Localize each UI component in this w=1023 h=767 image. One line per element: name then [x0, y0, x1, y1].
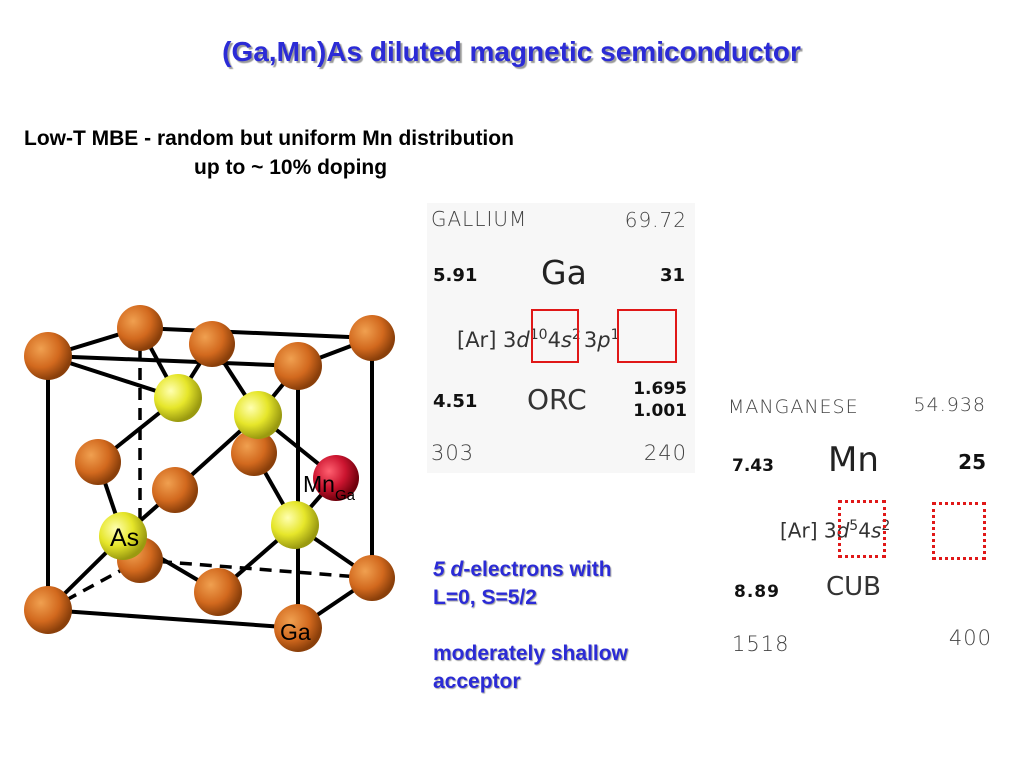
note-line-1: 5 d-electrons with: [433, 558, 612, 581]
ga-lattice-1: 1.695: [633, 379, 687, 399]
as-atom: [154, 374, 202, 422]
mn-structure: CUB: [826, 572, 882, 602]
as-atom: [99, 512, 147, 560]
ga-atom: [349, 315, 395, 361]
ga-melting: 303: [431, 441, 475, 465]
crystal-structure-diagram: MnGa As Ga: [24, 305, 395, 652]
mn-debye: 400: [948, 626, 992, 650]
mn-number: 25: [958, 450, 986, 474]
ga-atom: [194, 568, 242, 616]
mn-atom: [313, 455, 359, 501]
3d-highlight-box-dotted: [838, 500, 886, 558]
note-line-3: moderately shallow: [433, 642, 628, 665]
page-title: (Ga,Mn)As diluted magnetic semiconductor: [222, 36, 801, 67]
mn-symbol: Mn: [828, 440, 879, 480]
ga-atom: [274, 604, 322, 652]
growth-line-2: up to ~ 10% doping: [194, 156, 388, 179]
mn-name: MANGANESE: [728, 396, 859, 418]
mn-properties-note: 5 d-electrons with L=0, S=5/2 moderately…: [433, 556, 683, 696]
ga-debye: 240: [643, 441, 687, 465]
ga-atom: [152, 467, 198, 513]
as-label: As: [110, 524, 139, 552]
growth-description: Low-T MBE - random but uniform Mn distri…: [24, 124, 514, 182]
ga-electronegativity: 4.51: [433, 391, 478, 412]
ga-atom: [274, 342, 322, 390]
ga-name: GALLIUM: [431, 207, 528, 231]
3d-highlight-box: [531, 309, 579, 363]
mn-label: MnGa: [303, 471, 356, 504]
mn-melting: 1518: [732, 632, 790, 656]
as-atom: [271, 501, 319, 549]
ga-label: Ga: [280, 619, 311, 645]
mn-density: 7.43: [732, 456, 774, 476]
ga-atom: [117, 305, 163, 351]
manganese-element-card: MANGANESE 54.938 7.43 Mn 25 [Ar] 3d54s2 …: [722, 388, 1002, 668]
ga-structure: ORC: [527, 383, 587, 416]
ga-atom: [349, 555, 395, 601]
ga-symbol: Ga: [541, 253, 587, 292]
cube-edges: [46, 326, 374, 630]
4p-empty-box-dotted: [932, 502, 986, 560]
ga-number: 31: [659, 265, 685, 286]
3p-highlight-box: [617, 309, 677, 363]
as-atom: [234, 391, 282, 439]
growth-line-1: Low-T MBE - random but uniform Mn distri…: [24, 127, 514, 150]
mn-electronegativity: 8.89: [734, 582, 780, 602]
mn-mass: 54.938: [913, 394, 986, 416]
ga-atom: [231, 430, 277, 476]
note-line-2: L=0, S=5/2: [433, 586, 537, 609]
ga-density: 5.91: [433, 265, 478, 286]
note-line-4: acceptor: [433, 670, 521, 693]
ga-atom: [189, 321, 235, 367]
ga-atom: [24, 332, 72, 380]
ga-mass: 69.72: [624, 208, 687, 232]
mn-config: [Ar] 3d54s2: [780, 518, 891, 543]
ga-atom: [24, 586, 72, 634]
ga-lattice-2: 1.001: [633, 401, 687, 421]
ga-atom: [75, 439, 121, 485]
